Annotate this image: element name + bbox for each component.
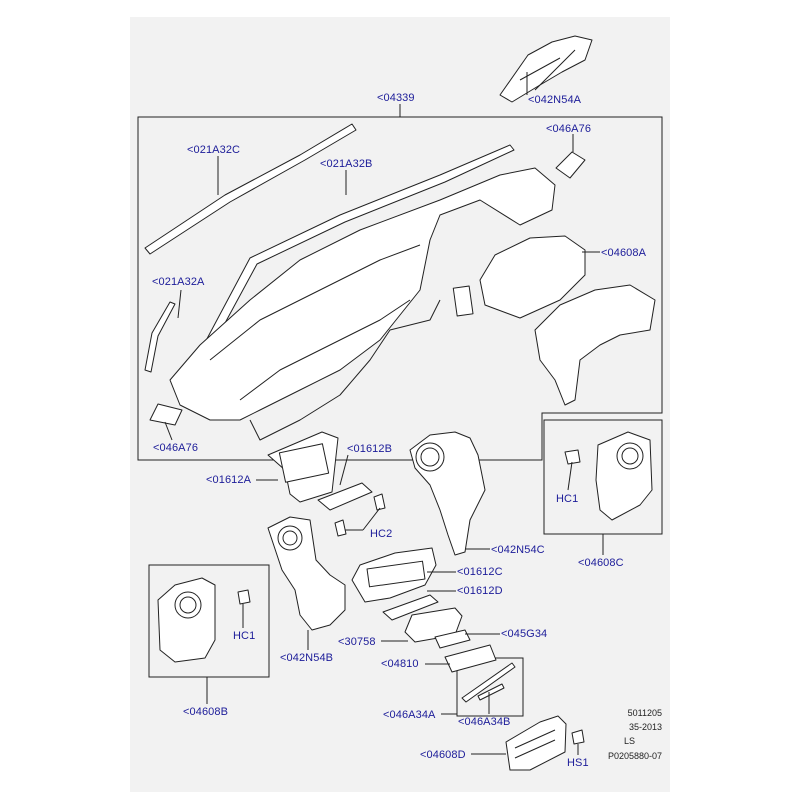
callout-04608C[interactable]: <04608C [578, 557, 624, 569]
doc-ref-line-3: LS [623, 736, 635, 746]
instrument-panel-shape [169, 167, 556, 421]
parts-artwork [144, 35, 656, 771]
callout-021A32A[interactable]: <021A32A [152, 276, 205, 288]
plate-01612B-shape [317, 482, 373, 511]
trim-strip-021A32A [144, 301, 176, 373]
callout-046A76-top[interactable]: <046A76 [546, 123, 592, 135]
cover-04608B-shape [157, 577, 216, 663]
callout-04608B[interactable]: <04608B [183, 706, 229, 718]
callout-046A34B[interactable]: <046A34B [458, 716, 511, 728]
group-box-04339 [137, 116, 663, 461]
doc-ref-line-1: 5011205 [627, 708, 662, 718]
callout-HS1[interactable]: HS1 [567, 757, 589, 769]
callout-04608A[interactable]: <04608A [601, 247, 647, 259]
callout-HC2[interactable]: HC2 [370, 528, 393, 540]
trim-strip-021A32C [144, 123, 357, 255]
callout-01612D[interactable]: <01612D [457, 585, 503, 597]
callout-01612A[interactable]: <01612A [206, 474, 252, 486]
group-box-04608B [148, 564, 270, 678]
callout-HC1-right[interactable]: HC1 [556, 493, 579, 505]
callout-04810[interactable]: <04810 [381, 658, 419, 670]
callout-021A32B[interactable]: <021A32B [320, 158, 373, 170]
callout-021A32C[interactable]: <021A32C [187, 144, 241, 156]
callout-30758[interactable]: <30758 [338, 636, 376, 648]
part-045G34-shape [434, 629, 471, 649]
glovebox-lid-04608A-shape [479, 235, 586, 319]
callout-04608D[interactable]: <04608D [420, 749, 466, 761]
callout-HC1-left[interactable]: HC1 [233, 630, 256, 642]
doc-ref-line-4: P0205880-07 [607, 751, 662, 761]
part-30758-shape [404, 607, 463, 643]
frame-01612D-shape [382, 594, 439, 621]
callout-01612B[interactable]: <01612B [347, 443, 393, 455]
callout-042N54A-top[interactable]: <042N54A [528, 94, 582, 106]
doc-ref-line-2: 35-2013 [628, 722, 662, 732]
callout-042N54B[interactable]: <042N54B [280, 652, 334, 664]
switch-panel-04608D-shape [505, 715, 567, 771]
callout-045G34[interactable]: <045G34 [501, 628, 548, 640]
callout-01612C[interactable]: <01612C [457, 566, 503, 578]
trim-strip-021A32B [184, 144, 515, 385]
callout-046A34A[interactable]: <046A34A [383, 709, 436, 721]
part-04810-shape [444, 644, 497, 673]
callout-04339[interactable]: <04339 [377, 92, 415, 104]
callout-042N54C[interactable]: <042N54C [491, 544, 545, 556]
vent-046A76-bot-shape [149, 403, 183, 426]
vent-046A76-top-shape [555, 151, 586, 179]
callout-046A76-bottom[interactable]: <046A76 [153, 442, 199, 454]
support-bracket-shape [534, 284, 656, 406]
bracket-042N54A-shape [499, 35, 593, 103]
